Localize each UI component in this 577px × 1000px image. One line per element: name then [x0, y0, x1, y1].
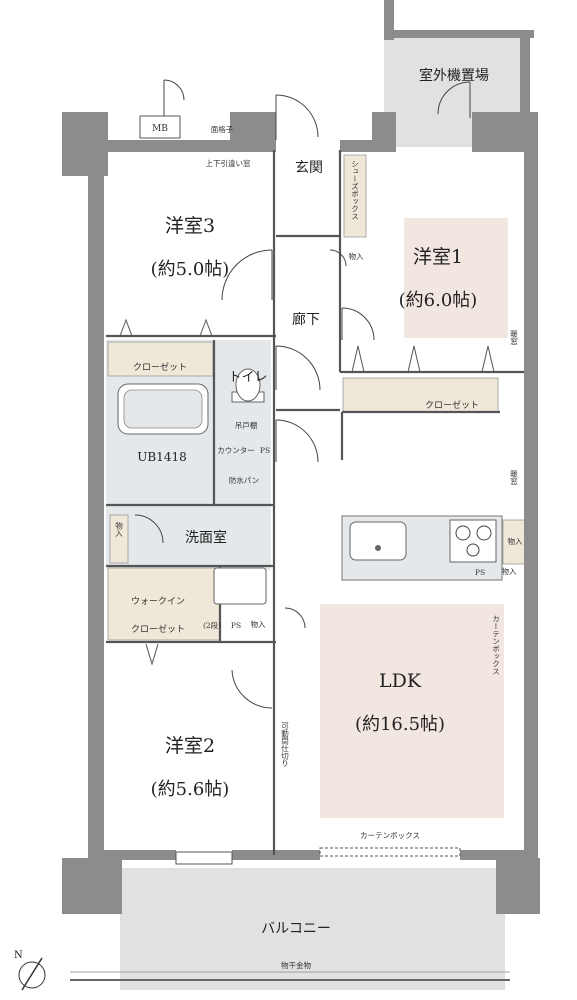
north-arrow-icon: N: [14, 950, 46, 991]
label-heating-window-1: 暖窓: [509, 330, 518, 346]
label-ps-kitchen: PS: [475, 568, 485, 577]
room-outdoor-unit: 室外機置場: [419, 67, 489, 84]
storage-washroom: [109, 514, 129, 564]
stove-icon: [449, 519, 497, 563]
label-storage-wic: 物入: [251, 619, 266, 629]
room-ldk-name: LDK: [379, 670, 422, 692]
label-walk-in-1: ウォークイン: [131, 596, 185, 607]
label-shoe-box: シューズボックス: [350, 160, 359, 220]
room-hallway: 廊下: [292, 311, 320, 328]
room-western2-size: (約5.6帖): [151, 779, 230, 800]
label-storage-kitchen-2: 物入: [502, 566, 517, 576]
label-laundry-pole: 物干金物: [281, 960, 311, 970]
room-western3-name: 洋室3: [165, 215, 215, 237]
label-storage-washroom: 物入: [114, 521, 123, 538]
room-bath: UB1418: [137, 450, 186, 464]
label-ps-wic: PS: [231, 621, 241, 630]
label-closet-western3: クローゼット: [133, 361, 187, 373]
walk-in-closet: [107, 567, 221, 641]
washbasin: [213, 567, 267, 605]
svg-text:N: N: [14, 950, 23, 961]
closet-western3: [107, 341, 214, 377]
shoe-box: [343, 154, 367, 238]
window-ldk: [319, 847, 461, 857]
label-hanging-shelf: 吊戸棚: [235, 420, 258, 430]
walls: [62, 0, 540, 914]
window-western2: [175, 851, 233, 865]
label-lattice: 面格子: [211, 124, 234, 134]
label-two-tier: (2段): [203, 620, 221, 630]
mb-box: [139, 115, 181, 139]
label-counter: カウンター: [217, 446, 255, 455]
closet-doors: [119, 318, 495, 666]
western1-accent: [404, 218, 508, 338]
room-western2-name: 洋室2: [165, 735, 215, 757]
label-sliding-window: 上下引違い窓: [206, 158, 251, 168]
label-heating-window-2: 暖窓: [509, 470, 518, 486]
room-western1-name: 洋室1: [413, 246, 463, 268]
label-curtain-box-right: カーテンボックス: [491, 615, 500, 676]
label-waterproof-pan: 防水パン: [229, 475, 259, 485]
label-storage-kitchen: 物入: [508, 536, 523, 546]
label-ps-bath: PS: [260, 446, 270, 455]
label-closet-western1: クローゼット: [425, 399, 479, 411]
label-storage-entrance: 物入: [349, 251, 364, 261]
room-western3-size: (約5.0帖): [151, 259, 230, 280]
room-balcony: バルコニー: [261, 921, 331, 937]
room-entrance: 玄関: [295, 159, 323, 176]
toilet-icon: [231, 368, 265, 403]
label-walk-in-2: クローゼット: [131, 623, 185, 635]
room-washroom: 洗面室: [185, 529, 227, 546]
room-toilet: トイレ: [228, 370, 267, 385]
sink-icon: [349, 521, 407, 561]
label-mb: MB: [152, 124, 168, 134]
room-western1-size: (約6.0帖): [399, 290, 478, 311]
room-ldk-size: (約16.5帖): [355, 714, 445, 735]
label-movable-partition: 可動間仕切り: [280, 722, 289, 768]
label-curtain-box-bottom: カーテンボックス: [360, 831, 420, 840]
door-swing-icon: [134, 79, 471, 709]
ldk-accent: [320, 604, 504, 818]
balcony-area: [120, 868, 505, 990]
